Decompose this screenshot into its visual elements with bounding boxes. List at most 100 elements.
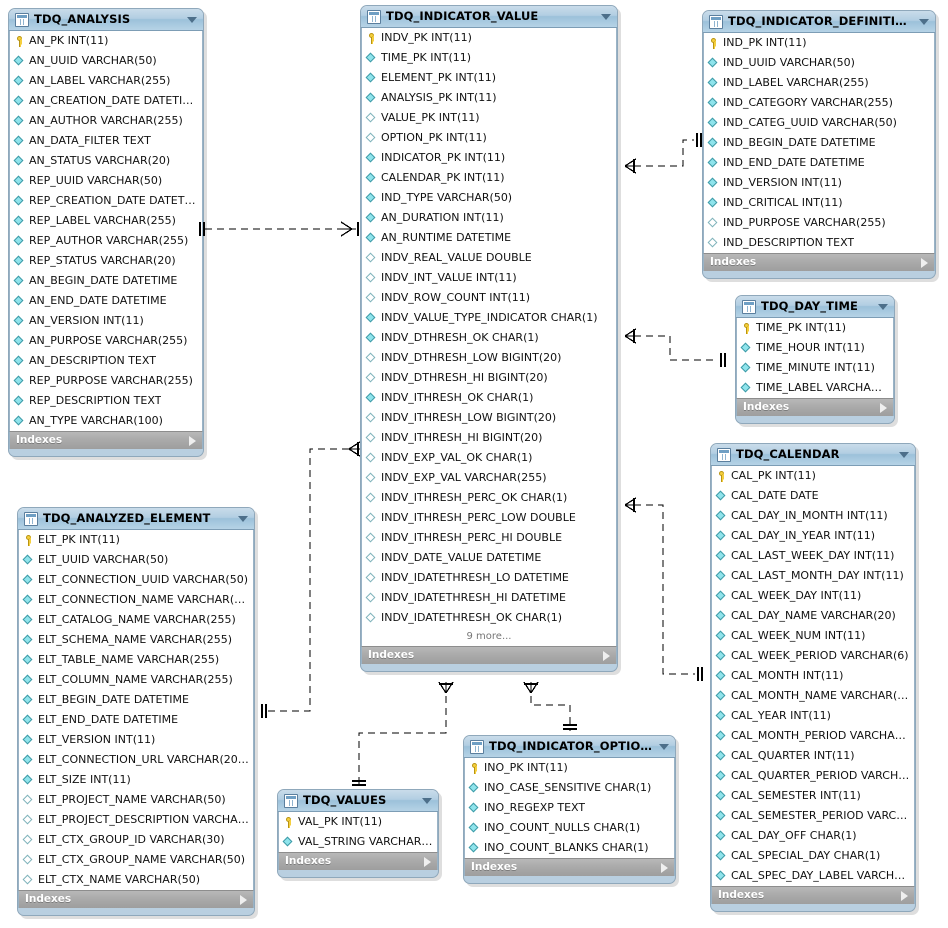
chevron-down-icon[interactable] (187, 16, 197, 23)
column-row[interactable]: REP_CREATION_DATE DATETIME (10, 191, 202, 211)
column-row[interactable]: ELT_COLUMN_NAME VARCHAR(255) (19, 670, 253, 690)
column-row[interactable]: AN_AUTHOR VARCHAR(255) (10, 111, 202, 131)
column-row[interactable]: ELT_UUID VARCHAR(50) (19, 550, 253, 570)
column-row[interactable]: CAL_YEAR INT(11) (712, 706, 914, 726)
chevron-down-icon[interactable] (238, 515, 248, 522)
indexes-section-tdq_indicator_definition[interactable]: Indexes (703, 253, 935, 271)
indexes-section-tdq_day_time[interactable]: Indexes (736, 398, 894, 416)
column-row[interactable]: INO_CASE_SENSITIVE CHAR(1) (465, 778, 674, 798)
indexes-section-tdq_analysis[interactable]: Indexes (9, 431, 203, 449)
column-row[interactable]: INDV_PK INT(11) (362, 28, 616, 48)
column-row[interactable]: INDV_DTHRESH_HI BIGINT(20) (362, 368, 616, 388)
column-row[interactable]: CAL_WEEK_DAY INT(11) (712, 586, 914, 606)
column-row[interactable]: IND_UUID VARCHAR(50) (704, 53, 934, 73)
column-row[interactable]: VALUE_PK INT(11) (362, 108, 616, 128)
table-header-tdq_analyzed_element[interactable]: TDQ_ANALYZED_ELEMENT (18, 508, 254, 530)
column-row[interactable]: CAL_MONTH INT(11) (712, 666, 914, 686)
column-row[interactable]: INDV_EXP_VAL VARCHAR(255) (362, 468, 616, 488)
table-header-tdq_indicator_value[interactable]: TDQ_INDICATOR_VALUE (361, 6, 617, 28)
column-row[interactable]: INDV_ITHRESH_PERC_HI DOUBLE (362, 528, 616, 548)
column-row[interactable]: ELT_PROJECT_DESCRIPTION VARCHAR(200) (19, 810, 253, 830)
column-row[interactable]: AN_END_DATE DATETIME (10, 291, 202, 311)
column-row[interactable]: CAL_MONTH_NAME VARCHAR(20) (712, 686, 914, 706)
column-row[interactable]: CAL_SPEC_DAY_LABEL VARCHAR(50) (712, 866, 914, 886)
column-row[interactable]: ANALYSIS_PK INT(11) (362, 88, 616, 108)
column-row[interactable]: CAL_DAY_IN_YEAR INT(11) (712, 526, 914, 546)
column-row[interactable]: INDV_ITHRESH_LOW BIGINT(20) (362, 408, 616, 428)
table-header-tdq_day_time[interactable]: TDQ_DAY_TIME (736, 296, 894, 318)
column-row[interactable]: IND_PURPOSE VARCHAR(255) (704, 213, 934, 233)
column-row[interactable]: ELT_PK INT(11) (19, 530, 253, 550)
column-row[interactable]: INDV_DATE_VALUE DATETIME (362, 548, 616, 568)
column-row[interactable]: INO_COUNT_NULLS CHAR(1) (465, 818, 674, 838)
column-row[interactable]: AN_BEGIN_DATE DATETIME (10, 271, 202, 291)
column-row[interactable]: ELT_CATALOG_NAME VARCHAR(255) (19, 610, 253, 630)
expand-indexes-icon[interactable] (880, 402, 887, 413)
expand-indexes-icon[interactable] (901, 890, 908, 901)
column-row[interactable]: ELT_CONNECTION_NAME VARCHAR(255) (19, 590, 253, 610)
column-row[interactable]: CAL_MONTH_PERIOD VARCHAR(6) (712, 726, 914, 746)
column-row[interactable]: AN_TYPE VARCHAR(100) (10, 411, 202, 431)
column-row[interactable]: INDV_INT_VALUE INT(11) (362, 268, 616, 288)
column-row[interactable]: INDICATOR_PK INT(11) (362, 148, 616, 168)
column-row[interactable]: ELT_PROJECT_NAME VARCHAR(50) (19, 790, 253, 810)
column-row[interactable]: INDV_ROW_COUNT INT(11) (362, 288, 616, 308)
column-row[interactable]: OPTION_PK INT(11) (362, 128, 616, 148)
column-row[interactable]: IND_CATEGORY VARCHAR(255) (704, 93, 934, 113)
column-row[interactable]: ELT_TABLE_NAME VARCHAR(255) (19, 650, 253, 670)
column-row[interactable]: CAL_SPECIAL_DAY CHAR(1) (712, 846, 914, 866)
column-row[interactable]: CAL_QUARTER INT(11) (712, 746, 914, 766)
column-row[interactable]: AN_DESCRIPTION TEXT (10, 351, 202, 371)
more-columns-label[interactable]: 9 more... (466, 631, 512, 642)
expand-indexes-icon[interactable] (240, 894, 247, 905)
column-row[interactable]: AN_CREATION_DATE DATETIME (10, 91, 202, 111)
column-row[interactable]: INDV_DTHRESH_LOW BIGINT(20) (362, 348, 616, 368)
column-row[interactable]: INDV_IDATETHRESH_LO DATETIME (362, 568, 616, 588)
expand-indexes-icon[interactable] (661, 862, 668, 873)
column-row[interactable]: CAL_DATE DATE (712, 486, 914, 506)
expand-indexes-icon[interactable] (921, 257, 928, 268)
column-row[interactable]: IND_CRITICAL INT(11) (704, 193, 934, 213)
column-row[interactable]: ELT_BEGIN_DATE DATETIME (19, 690, 253, 710)
chevron-down-icon[interactable] (659, 743, 669, 750)
table-header-tdq_indicator_options[interactable]: TDQ_INDICATOR_OPTIONS (464, 736, 675, 758)
column-row[interactable]: IND_TYPE VARCHAR(50) (362, 188, 616, 208)
column-row[interactable]: REP_STATUS VARCHAR(20) (10, 251, 202, 271)
column-row[interactable]: INDV_VALUE_TYPE_INDICATOR CHAR(1) (362, 308, 616, 328)
column-row[interactable]: AN_VERSION INT(11) (10, 311, 202, 331)
column-row[interactable]: ELT_CTX_GROUP_ID VARCHAR(30) (19, 830, 253, 850)
column-row[interactable]: INDV_EXP_VAL_OK CHAR(1) (362, 448, 616, 468)
column-row[interactable]: VAL_PK INT(11) (279, 812, 437, 832)
column-row[interactable]: ELT_CONNECTION_UUID VARCHAR(50) (19, 570, 253, 590)
column-row[interactable]: CAL_DAY_NAME VARCHAR(20) (712, 606, 914, 626)
table-header-tdq_values[interactable]: TDQ_VALUES (278, 790, 438, 812)
column-row[interactable]: VAL_STRING VARCHAR(255) (279, 832, 437, 852)
table-header-tdq_indicator_definition[interactable]: TDQ_INDICATOR_DEFINITION (703, 11, 935, 33)
column-row[interactable]: IND_VERSION INT(11) (704, 173, 934, 193)
column-row[interactable]: IND_BEGIN_DATE DATETIME (704, 133, 934, 153)
column-row[interactable]: IND_LABEL VARCHAR(255) (704, 73, 934, 93)
column-row[interactable]: REP_PURPOSE VARCHAR(255) (10, 371, 202, 391)
column-row[interactable]: ELEMENT_PK INT(11) (362, 68, 616, 88)
column-row[interactable]: INDV_REAL_VALUE DOUBLE (362, 248, 616, 268)
column-row[interactable]: INDV_DTHRESH_OK CHAR(1) (362, 328, 616, 348)
column-row[interactable]: REP_DESCRIPTION TEXT (10, 391, 202, 411)
column-row[interactable]: INDV_ITHRESH_PERC_LOW DOUBLE (362, 508, 616, 528)
chevron-down-icon[interactable] (899, 451, 909, 458)
column-row[interactable]: CAL_DAY_OFF CHAR(1) (712, 826, 914, 846)
column-row[interactable]: AN_PURPOSE VARCHAR(255) (10, 331, 202, 351)
column-row[interactable]: REP_AUTHOR VARCHAR(255) (10, 231, 202, 251)
table-header-tdq_analysis[interactable]: TDQ_ANALYSIS (9, 9, 203, 31)
column-row[interactable]: ELT_VERSION INT(11) (19, 730, 253, 750)
column-row[interactable]: AN_UUID VARCHAR(50) (10, 51, 202, 71)
column-row[interactable]: ELT_CONNECTION_URL VARCHAR(200) (19, 750, 253, 770)
column-row[interactable]: INO_REGEXP TEXT (465, 798, 674, 818)
indexes-section-tdq_values[interactable]: Indexes (278, 852, 438, 870)
column-row[interactable]: AN_STATUS VARCHAR(20) (10, 151, 202, 171)
column-row[interactable]: ELT_SIZE INT(11) (19, 770, 253, 790)
